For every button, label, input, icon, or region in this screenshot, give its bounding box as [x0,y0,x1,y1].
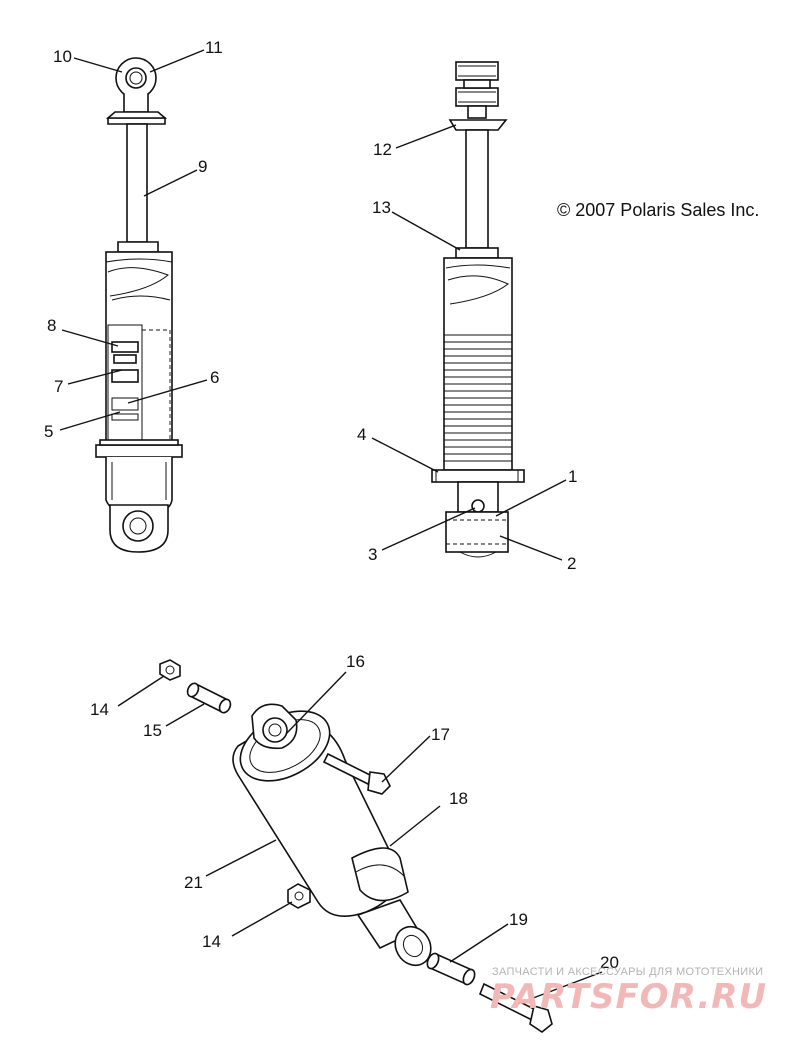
callout-13: 13 [372,198,391,217]
coil-spring [444,334,512,462]
callout-12: 12 [373,140,392,159]
callout-2: 2 [567,554,576,573]
callout-labels: 10 11 9 8 7 6 5 12 13 4 1 3 2 16 14 15 1… [44,38,619,972]
watermark: ЗАПЧАСТИ И АКСЕССУАРЫ ДЛЯ МОТОТЕХНИКИ PA… [490,966,767,1017]
callout-9: 9 [198,157,207,176]
callout-6: 6 [210,368,219,387]
callout-7: 7 [54,377,63,396]
callout-1: 1 [568,467,577,486]
watermark-brand: PARTSFOR.RU [490,977,767,1017]
callout-18: 18 [449,789,468,808]
callout-8: 8 [47,316,56,335]
callout-3: 3 [368,545,377,564]
callout-20: 20 [600,953,619,972]
callout-11: 11 [205,38,223,57]
leader-lines [59,49,603,1007]
callout-17: 17 [431,725,450,744]
callout-14-top: 14 [90,700,109,719]
callout-4: 4 [357,425,366,444]
callout-16: 16 [346,652,365,671]
callout-14-bottom: 14 [202,932,221,951]
callout-5: 5 [44,422,53,441]
watermark-tagline: ЗАПЧАСТИ И АКСЕССУАРЫ ДЛЯ МОТОТЕХНИКИ [492,966,763,978]
callout-21: 21 [184,873,203,892]
left-shock-assembly [95,57,183,553]
callout-19: 19 [509,910,528,929]
right-shock-assembly [431,61,525,558]
exploded-shock-assembly [159,659,553,1033]
callout-10: 10 [53,47,72,66]
copyright-notice: © 2007 Polaris Sales Inc. [557,200,759,220]
callout-15: 15 [143,721,162,740]
